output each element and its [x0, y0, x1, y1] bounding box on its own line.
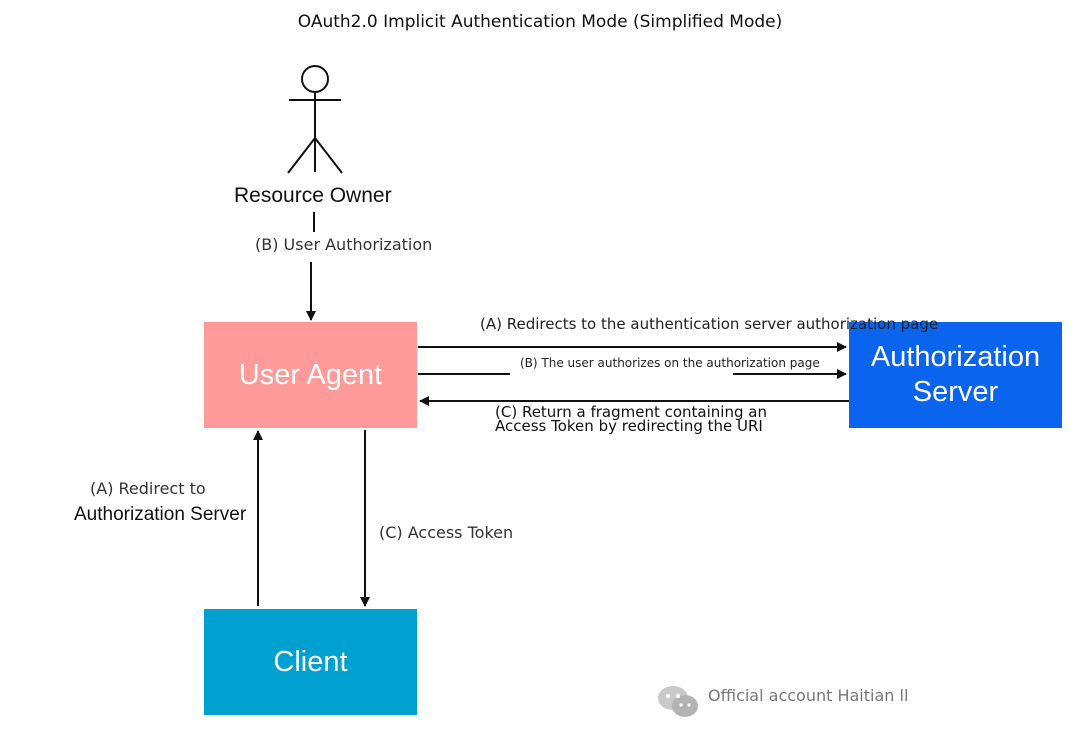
edge-label-a-redirect-to: (A) Redirect to	[90, 479, 206, 498]
wechat-icon	[658, 686, 698, 717]
client-label: Client	[273, 645, 348, 678]
resource-owner-stick-figure-icon	[287, 65, 343, 174]
edge-label-b-user-authorizes: (B) The user authorizes on the authoriza…	[520, 356, 820, 370]
resource-owner-label: Resource Owner	[234, 184, 392, 207]
edge-label-c-return-fragment: (C) Return a fragment containing an Acce…	[495, 403, 767, 435]
edge-label-a-redirect-target: Authorization Server	[74, 504, 247, 525]
edge-label-b-user-authorization: (B) User Authorization	[255, 235, 433, 254]
edge-label-a-redirects: (A) Redirects to the authentication serv…	[480, 315, 939, 333]
authorization-server-label: Authorization Server	[870, 341, 1041, 408]
user-agent-node: User Agent	[204, 322, 417, 428]
diagram-title: OAuth2.0 Implicit Authentication Mode (S…	[297, 12, 783, 32]
edge-label-c-access-token: (C) Access Token	[379, 523, 514, 542]
watermark-text: Official account Haitian ll	[708, 686, 909, 705]
authorization-server-node: Authorization Server	[849, 322, 1062, 428]
client-node: Client	[204, 609, 417, 715]
user-agent-label: User Agent	[238, 358, 383, 391]
